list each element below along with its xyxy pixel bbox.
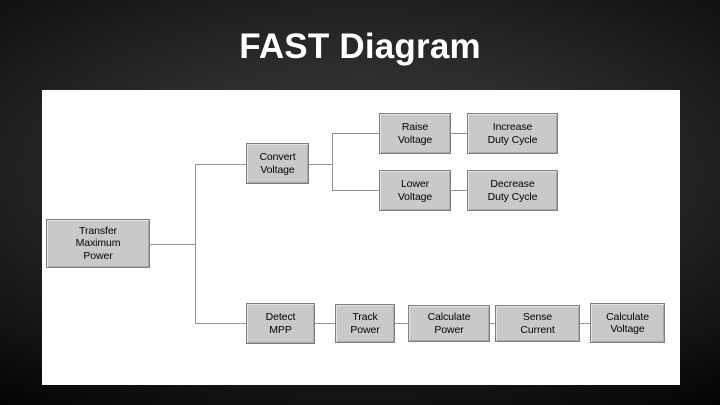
connector-track-to-calculate-power: [395, 323, 408, 324]
node-label-line: Voltage: [397, 133, 433, 146]
node-raise-voltage[interactable]: Raise Voltage: [379, 113, 451, 154]
node-track-power[interactable]: Track Power: [335, 304, 395, 343]
node-label-line: Power: [83, 249, 113, 262]
node-label-line: Convert: [259, 151, 296, 163]
node-label-line: Sense: [522, 311, 553, 323]
node-detect-mpp[interactable]: Detect MPP: [246, 303, 315, 344]
diagram-canvas: Transfer Maximum Power Convert Voltage R…: [42, 90, 680, 385]
node-label-line: Power: [434, 323, 464, 336]
node-label-line: Calculate: [427, 311, 471, 323]
node-label-line: Duty Cycle: [487, 190, 538, 203]
node-label-line: Calculate: [606, 310, 649, 323]
node-label-line: Track: [352, 311, 378, 323]
node-label-line: Increase: [492, 121, 533, 133]
connector-detect-to-track: [315, 323, 335, 324]
connector-sense-to-calculate-voltage: [580, 323, 590, 324]
node-transfer-maximum-power[interactable]: Transfer Maximum Power: [46, 219, 150, 268]
connector-branch-vertical: [332, 133, 333, 191]
node-label-line: Maximum: [75, 237, 121, 250]
connector-transfer-trunk: [150, 244, 195, 245]
node-label-line: Power: [350, 323, 380, 336]
connector-spine-to-detect: [195, 323, 246, 324]
node-sense-current[interactable]: Sense Current: [495, 305, 580, 342]
node-calculate-power[interactable]: Calculate Power: [408, 305, 490, 342]
node-label-line: MPP: [269, 323, 292, 336]
connector-spine-vertical: [195, 164, 196, 324]
connector-raise-to-increase: [451, 133, 467, 134]
node-increase-duty-cycle[interactable]: Increase Duty Cycle: [467, 113, 558, 154]
node-lower-voltage[interactable]: Lower Voltage: [379, 170, 451, 211]
connector-branch-to-lower: [332, 190, 379, 191]
page-title: FAST Diagram: [239, 27, 481, 66]
node-label-line: Duty Cycle: [487, 133, 538, 146]
node-convert-voltage[interactable]: Convert Voltage: [246, 143, 309, 184]
node-label-line: Voltage: [397, 190, 433, 203]
node-label-line: Current: [520, 323, 555, 336]
connector-branch-to-raise: [332, 133, 379, 134]
node-calculate-voltage[interactable]: Calculate Voltage: [590, 303, 665, 343]
node-label-line: Voltage: [610, 323, 645, 335]
node-label-line: Voltage: [260, 163, 295, 176]
node-label-line: Decrease: [490, 178, 535, 190]
connector-spine-to-convert: [195, 164, 248, 165]
node-label-line: Raise: [401, 121, 429, 133]
connector-calculate-power-to-sense: [490, 323, 495, 324]
node-label-line: Lower: [400, 178, 430, 190]
node-label-line: Transfer: [79, 224, 117, 237]
connector-convert-out: [309, 164, 332, 165]
node-label-line: Detect: [265, 311, 296, 323]
connector-lower-to-decrease: [451, 190, 467, 191]
node-decrease-duty-cycle[interactable]: Decrease Duty Cycle: [467, 170, 558, 211]
